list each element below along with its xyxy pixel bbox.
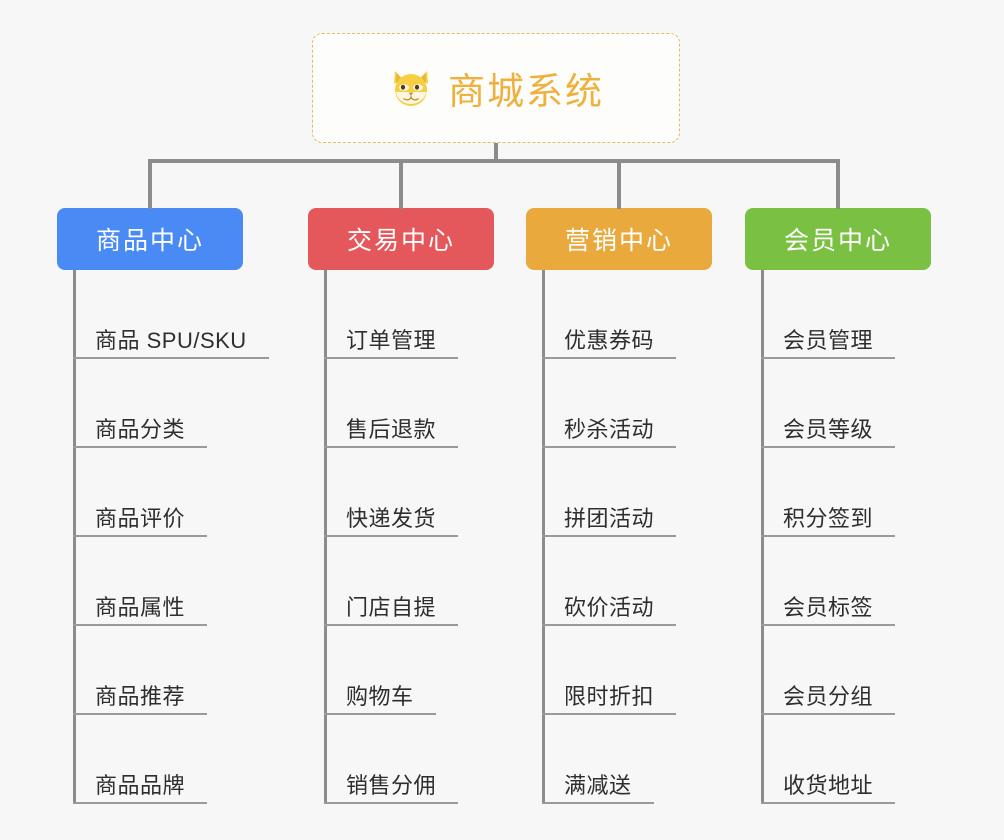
leaf-item-label: 会员等级 xyxy=(783,416,874,442)
leaf-item[interactable]: 积分签到 xyxy=(761,448,896,537)
connector-root-stem xyxy=(494,143,498,162)
leaf-item-label: 拼团活动 xyxy=(564,505,655,531)
category-header-label: 营销中心 xyxy=(564,227,673,255)
leaf-item-label: 优惠券码 xyxy=(564,327,655,353)
leaf-item[interactable]: 订单管理 xyxy=(324,270,459,359)
leaf-item[interactable]: 商品 SPU/SKU xyxy=(73,270,269,359)
leaf-item-label: 商品品牌 xyxy=(95,772,186,798)
leaf-item-label: 售后退款 xyxy=(346,416,437,442)
leaf-item[interactable]: 商品品牌 xyxy=(73,715,208,804)
connector-drop-1 xyxy=(148,159,152,209)
connector-horizontal-bus xyxy=(148,159,840,163)
leaf-item-label: 砍价活动 xyxy=(564,594,655,620)
category-column: 营销中心优惠券码秒杀活动拼团活动砍价活动限时折扣满减送 xyxy=(526,208,712,804)
leaf-item[interactable]: 会员管理 xyxy=(761,270,896,359)
category-column: 会员中心会员管理会员等级积分签到会员标签会员分组收货地址 xyxy=(745,208,931,804)
leaf-item[interactable]: 优惠券码 xyxy=(542,270,677,359)
leaf-item-label: 会员管理 xyxy=(783,327,874,353)
leaf-item[interactable]: 满减送 xyxy=(542,715,654,804)
leaf-item[interactable]: 售后退款 xyxy=(324,359,459,448)
category-header[interactable]: 商品中心 xyxy=(57,208,243,270)
category-header-label: 商品中心 xyxy=(95,227,204,255)
category-header-label: 会员中心 xyxy=(783,227,892,255)
leaf-item[interactable]: 会员等级 xyxy=(761,359,896,448)
category-header-label: 交易中心 xyxy=(346,227,455,255)
leaf-item-label: 秒杀活动 xyxy=(564,416,655,442)
leaf-item-label: 会员标签 xyxy=(783,594,874,620)
leaf-item-label: 门店自提 xyxy=(346,594,437,620)
leaf-item[interactable]: 砍价活动 xyxy=(542,537,677,626)
leaf-item-label: 会员分组 xyxy=(783,683,874,709)
category-spine xyxy=(542,270,545,804)
shiba-dog-emoji xyxy=(388,65,434,111)
leaf-item-label: 满减送 xyxy=(564,772,632,798)
leaf-item-label: 商品推荐 xyxy=(95,683,186,709)
leaf-item[interactable]: 限时折扣 xyxy=(542,626,677,715)
leaf-item[interactable]: 销售分佣 xyxy=(324,715,459,804)
leaf-item[interactable]: 秒杀活动 xyxy=(542,359,677,448)
category-column: 交易中心订单管理售后退款快递发货门店自提购物车销售分佣 xyxy=(308,208,494,804)
leaf-item[interactable]: 快递发货 xyxy=(324,448,459,537)
leaf-item-label: 购物车 xyxy=(346,683,414,709)
leaf-item[interactable]: 会员分组 xyxy=(761,626,896,715)
category-header[interactable]: 营销中心 xyxy=(526,208,712,270)
leaf-item[interactable]: 拼团活动 xyxy=(542,448,677,537)
category-header[interactable]: 交易中心 xyxy=(308,208,494,270)
connector-drop-2 xyxy=(399,159,403,209)
leaf-item-label: 订单管理 xyxy=(346,327,437,353)
connector-drop-3 xyxy=(617,159,621,209)
leaf-item[interactable]: 购物车 xyxy=(324,626,436,715)
leaf-item[interactable]: 收货地址 xyxy=(761,715,896,804)
connector-drop-4 xyxy=(836,159,840,209)
leaf-item[interactable]: 商品分类 xyxy=(73,359,208,448)
root-node[interactable]: 商城系统 xyxy=(312,33,680,143)
leaf-item-label: 商品分类 xyxy=(95,416,186,442)
root-title: 商城系统 xyxy=(448,71,604,112)
leaf-item-label: 收货地址 xyxy=(783,772,874,798)
leaf-item[interactable]: 会员标签 xyxy=(761,537,896,626)
category-spine xyxy=(324,270,327,804)
leaf-item-label: 商品 SPU/SKU xyxy=(95,327,247,353)
leaf-item-label: 限时折扣 xyxy=(564,683,655,709)
leaf-item-label: 商品属性 xyxy=(95,594,186,620)
leaf-item-label: 快递发货 xyxy=(346,505,437,531)
leaf-item[interactable]: 商品属性 xyxy=(73,537,208,626)
leaf-item[interactable]: 门店自提 xyxy=(324,537,459,626)
leaf-item-label: 商品评价 xyxy=(95,505,186,531)
leaf-item-label: 积分签到 xyxy=(783,505,874,531)
category-spine xyxy=(73,270,76,804)
category-column: 商品中心商品 SPU/SKU 商品分类商品评价商品属性商品推荐商品品牌 xyxy=(57,208,269,804)
leaf-item[interactable]: 商品推荐 xyxy=(73,626,208,715)
category-header[interactable]: 会员中心 xyxy=(745,208,931,270)
leaf-item-label: 销售分佣 xyxy=(346,772,437,798)
category-spine xyxy=(761,270,764,804)
leaf-item[interactable]: 商品评价 xyxy=(73,448,208,537)
